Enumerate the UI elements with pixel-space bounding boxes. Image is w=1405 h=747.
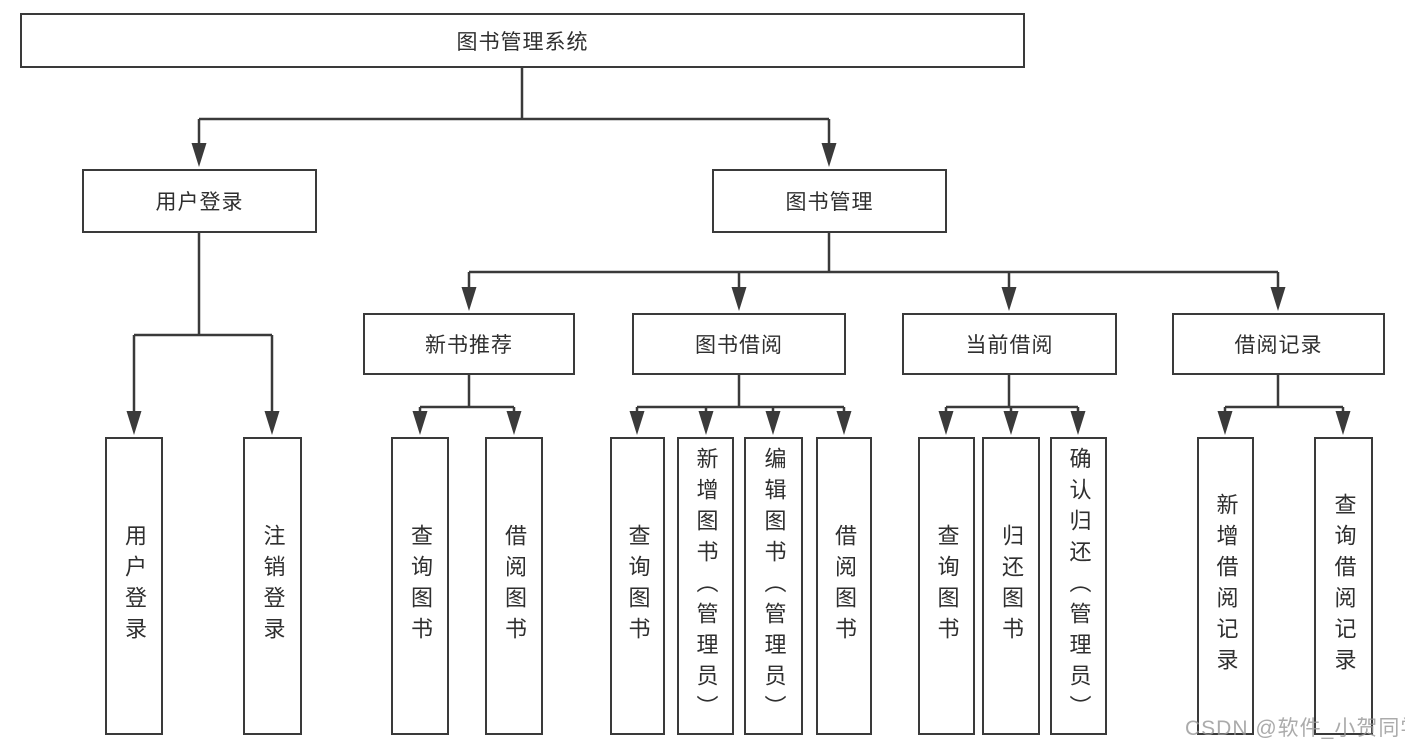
node-add-borrow-record: 新增借阅记录 [1197,437,1254,735]
node-return-book: 归还图书 [982,437,1040,735]
node-edit-book-admin: 编辑图书（管理员） [744,437,803,735]
node-borrow-record: 借阅记录 [1172,313,1385,375]
node-borrow-book-2: 借阅图书 [816,437,872,735]
node-query-book-2: 查询图书 [610,437,665,735]
node-query-book-1: 查询图书 [391,437,449,735]
node-book-borrow: 图书借阅 [632,313,846,375]
node-add-book-admin: 新增图书（管理员） [677,437,734,735]
node-book-management: 图书管理 [712,169,947,233]
node-new-book-recommend: 新书推荐 [363,313,575,375]
node-borrow-book-1: 借阅图书 [485,437,543,735]
node-query-borrow-record: 查询借阅记录 [1314,437,1373,735]
node-logout-leaf: 注销登录 [243,437,302,735]
node-current-borrow: 当前借阅 [902,313,1117,375]
csdn-watermark: CSDN @软件_小贺同学 [1185,717,1405,740]
node-user-login-leaf: 用户登录 [105,437,163,735]
node-query-book-3: 查询图书 [918,437,975,735]
node-user-login: 用户登录 [82,169,317,233]
node-root: 图书管理系统 [20,13,1025,68]
node-confirm-return-admin: 确认归还（管理员） [1050,437,1107,735]
